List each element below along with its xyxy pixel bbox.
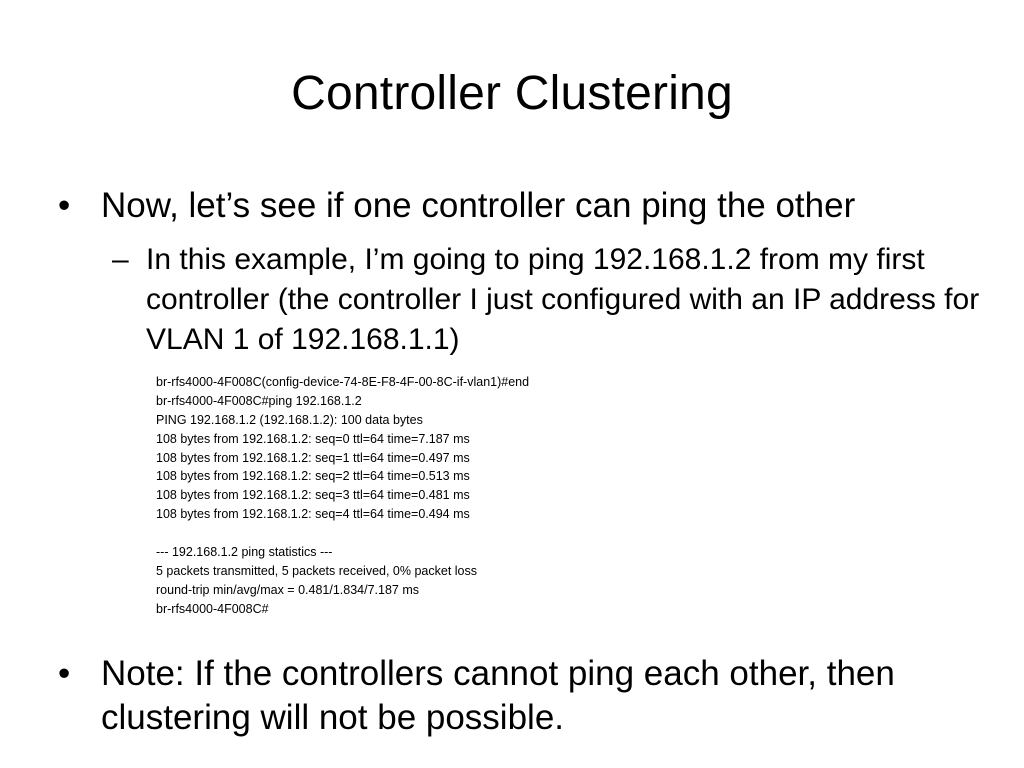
sub-bullet-marker: – — [112, 243, 129, 276]
cli-line: br-rfs4000-4F008C# — [156, 601, 269, 616]
cli-line: 5 packets transmitted, 5 packets receive… — [156, 563, 477, 578]
cli-output-block: br-rfs4000-4F008C(config-device-74-8E-F8… — [156, 373, 776, 619]
sub-bullet-example: – In this example, I’m going to ping 192… — [112, 240, 992, 360]
cli-line: 108 bytes from 192.168.1.2: seq=3 ttl=64… — [156, 488, 470, 503]
cli-line: 108 bytes from 192.168.1.2: seq=2 ttl=64… — [156, 469, 470, 484]
cli-line: PING 192.168.1.2 (192.168.1.2): 100 data… — [156, 412, 423, 427]
sub-bullet-text: In this example, I’m going to ping 192.1… — [146, 243, 980, 356]
cli-line: 108 bytes from 192.168.1.2: seq=1 ttl=64… — [156, 450, 470, 465]
cli-line: br-rfs4000-4F008C#ping 192.168.1.2 — [156, 393, 362, 408]
cli-line: br-rfs4000-4F008C(config-device-74-8E-F8… — [156, 375, 530, 389]
cli-line: 108 bytes from 192.168.1.2: seq=0 ttl=64… — [156, 431, 470, 446]
cli-line: round-trip min/avg/max = 0.481/1.834/7.1… — [156, 582, 419, 597]
slide-title: Controller Clustering — [291, 67, 733, 120]
cli-line-blank — [156, 524, 776, 543]
bullet-text: Note: If the controllers cannot ping eac… — [101, 654, 895, 737]
bullet-marker: • — [58, 186, 71, 225]
bullet-note: • Note: If the controllers cannot ping e… — [58, 652, 978, 740]
cli-line: --- 192.168.1.2 ping statistics --- — [156, 545, 333, 560]
cli-line: 108 bytes from 192.168.1.2: seq=4 ttl=64… — [156, 507, 470, 522]
bullet-marker: • — [58, 654, 71, 693]
bullet-text: Now, let’s see if one controller can pin… — [101, 186, 856, 225]
bullet-ping-intro: • Now, let’s see if one controller can p… — [58, 184, 978, 228]
